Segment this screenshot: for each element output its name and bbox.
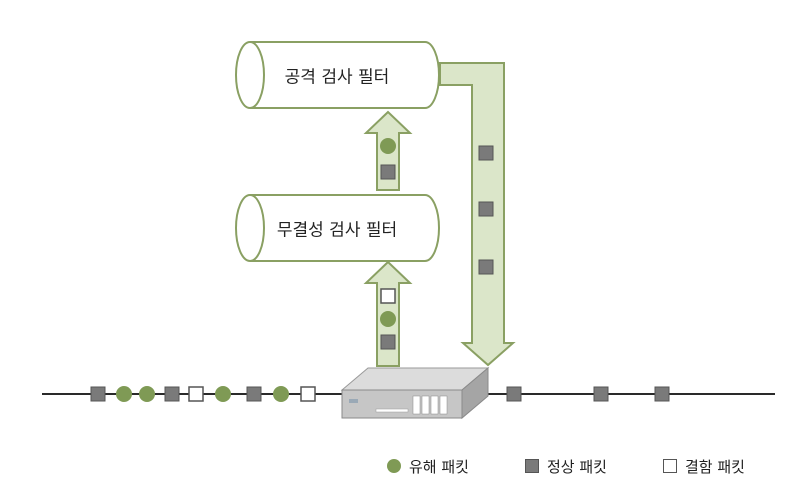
return-normal-packet <box>478 259 494 275</box>
return-arrow <box>439 62 516 367</box>
attack-input-harmful-packet <box>380 138 396 154</box>
incoming-harmful-packet <box>116 386 132 402</box>
outgoing-normal-packet <box>654 386 670 402</box>
incoming-harmful-packet <box>215 386 231 402</box>
attack-filter-label: 공격 검사 필터 <box>284 67 390 88</box>
legend-defective-label: 결함 패킷 <box>685 457 745 476</box>
attack-input-normal-packet <box>380 164 396 180</box>
return-normal-packet <box>478 145 494 161</box>
incoming-normal-packet <box>246 386 262 402</box>
attack-filter-cylinder <box>235 41 440 109</box>
legend-item-normal: 정상 패킷 <box>525 454 607 478</box>
legend-item-defective: 결함 패킷 <box>663 454 745 478</box>
incoming-defective-packet <box>300 386 316 402</box>
incoming-normal-packet <box>90 386 106 402</box>
outgoing-normal-packet <box>506 386 522 402</box>
outgoing-normal-packet <box>593 386 609 402</box>
integrity-input-normal-packet <box>380 334 396 350</box>
normal-packet-icon <box>525 459 539 473</box>
harmful-packet-icon <box>387 459 401 473</box>
integrity-input-harmful-packet <box>380 311 396 327</box>
integrity-filter-cylinder <box>235 194 440 262</box>
legend-harmful-label: 유해 패킷 <box>409 457 469 476</box>
network-device <box>340 366 490 420</box>
defective-packet-icon <box>663 459 677 473</box>
incoming-normal-packet <box>164 386 180 402</box>
integrity-input-defective-packet <box>380 288 396 304</box>
incoming-harmful-packet <box>139 386 155 402</box>
integrity-filter-label: 무결성 검사 필터 <box>276 220 398 241</box>
legend-normal-label: 정상 패킷 <box>547 457 607 476</box>
incoming-harmful-packet <box>273 386 289 402</box>
packets-layer <box>90 138 670 402</box>
return-normal-packet <box>478 201 494 217</box>
legend-item-harmful: 유해 패킷 <box>387 454 469 478</box>
incoming-defective-packet <box>188 386 204 402</box>
